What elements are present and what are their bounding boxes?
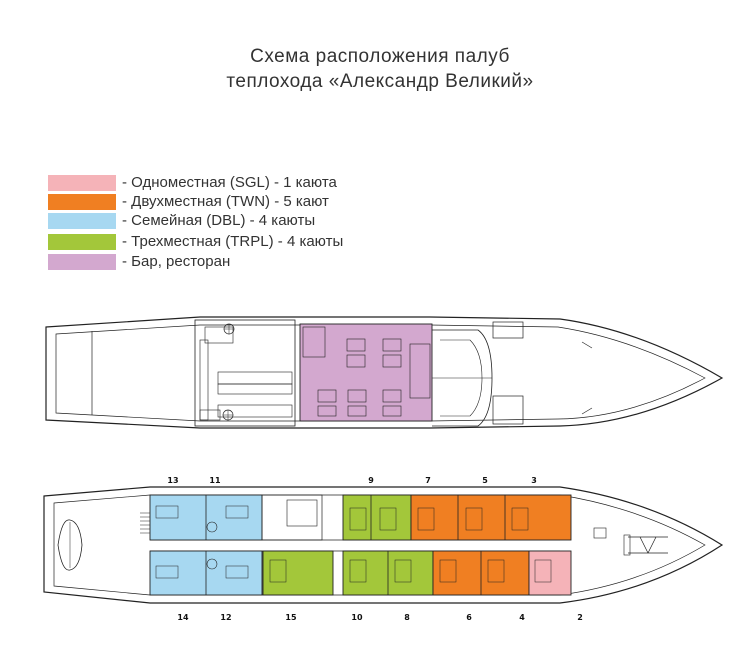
cabin-number: 11 bbox=[209, 476, 221, 485]
legend-swatch-bar bbox=[48, 253, 116, 270]
legend-item-sgl: - Одноместная (SGL) - 1 каюта bbox=[48, 173, 337, 192]
title-line-1: Схема расположения палуб bbox=[250, 46, 510, 67]
title-line-2: теплохода «Александр Великий» bbox=[226, 71, 534, 92]
legend-swatch-twn bbox=[48, 193, 116, 210]
legend-item-twn: - Двухместная (TWN) - 5 кают bbox=[48, 192, 329, 211]
cabin-number: 9 bbox=[368, 476, 374, 485]
cabin-number: 5 bbox=[482, 476, 488, 485]
legend-label: - Бар, ресторан bbox=[122, 253, 231, 270]
cabin-number: 3 bbox=[531, 476, 537, 485]
legend-label: - Семейная (DBL) - 4 каюты bbox=[122, 212, 316, 229]
cabin-number: 8 bbox=[404, 613, 410, 622]
cabin-numbers-bottom: 14 12 15 10 8 6 4 2 bbox=[177, 613, 582, 622]
legend-label: - Двухместная (TWN) - 5 кают bbox=[122, 193, 329, 210]
cabin-number: 6 bbox=[466, 613, 472, 622]
cabin-number: 10 bbox=[351, 613, 363, 622]
cabin-numbers-top: 13 11 9 7 5 3 bbox=[167, 476, 536, 485]
legend-swatch-dbl bbox=[48, 212, 116, 229]
cabin-number: 14 bbox=[177, 613, 189, 622]
cabin-number: 15 bbox=[285, 613, 297, 622]
upper-deck bbox=[45, 316, 724, 429]
legend-label: - Трехместная (TRPL) - 4 каюты bbox=[122, 233, 344, 250]
cabin-number: 4 bbox=[519, 613, 525, 622]
cabin-number: 7 bbox=[425, 476, 431, 485]
legend-swatch-trpl bbox=[48, 233, 116, 250]
lower-deck bbox=[43, 486, 724, 604]
legend-label: - Одноместная (SGL) - 1 каюта bbox=[122, 174, 337, 191]
legend-item-bar: - Бар, ресторан bbox=[48, 252, 230, 271]
legend-item-dbl: - Семейная (DBL) - 4 каюты bbox=[48, 211, 315, 230]
legend-swatch-sgl bbox=[48, 174, 116, 191]
cabin-number: 13 bbox=[167, 476, 178, 485]
cabin-number: 2 bbox=[577, 613, 583, 622]
cabin-number: 12 bbox=[220, 613, 231, 622]
legend-item-trpl: - Трехместная (TRPL) - 4 каюты bbox=[48, 232, 343, 251]
